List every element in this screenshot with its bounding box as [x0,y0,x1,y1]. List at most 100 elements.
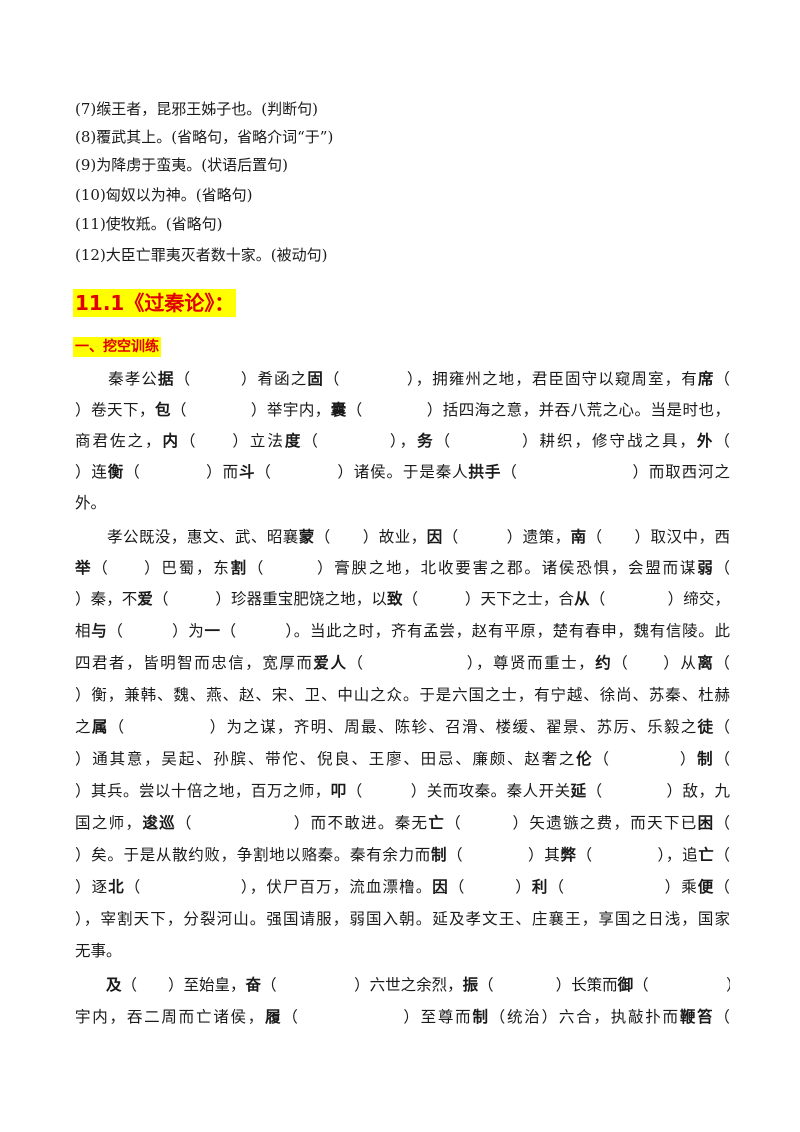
key-word: 制 [697,749,715,768]
passage-text: （ ），追 [576,846,699,864]
passage-line: ）通其意，吴起、孙膑、带佗、倪良、王廖、田忌、廉颇、赵奢之伦（ ）制（ [75,748,730,770]
key-word: 逡巡 [142,813,176,832]
passage-text: （ ）举宇内， [170,401,331,419]
passage-text: 外。 [75,494,107,512]
passage-text: （ ）括四海之意，并吞八荒之心。当是时也， [346,401,730,419]
passage-text: ）连 [75,463,108,481]
passage-text: （ ）敌，九 [586,782,730,800]
passage-line: 四君者，皆明智而忠信，宽厚而爱人（ ），尊贤而重士，约（ ）从离（ [75,652,730,674]
key-word: 叩 [330,781,347,800]
passage-line: 及（ ）至始皇，奋（ ）六世之余烈，振（ ）长策而御（ ） [75,974,730,996]
passage-text: （ [714,846,730,864]
key-word: 便 [697,877,715,896]
passage-text: （ ）至尊而 [282,1008,473,1026]
key-word: 据 [157,369,175,388]
passage-text: （ ）为之谋，齐明、周最、陈轸、召滑、楼缓、翟景、苏厉、乐毅之 [108,718,698,736]
key-word: 伦 [576,749,594,768]
key-word: 鞭笞 [679,1007,715,1026]
passage-text: （ [714,559,730,577]
key-word: 爱人 [313,653,348,672]
key-word: 属 [91,717,109,736]
passage-line: 举（ ）巴蜀，东割（ ）膏腴之地，北收要害之郡。诸侯恐惧，会盟而谋弱（ [75,557,730,579]
key-word: 从 [574,589,590,608]
key-word: 因 [426,527,443,546]
passage-text: （ ）为 [107,622,205,640]
passage-text: （ ）其 [447,846,561,864]
passage-text: ）其兵。尝以十倍之地，百万之师， [75,782,331,800]
key-word: 利 [531,877,549,896]
passage-text: ），宰割天下，分裂河山。强国请服，弱国入朝。延及孝文王、庄襄王，享国之日浅，国家 [75,910,730,928]
grammar-note-9: (9)为降虏于蛮夷。(状语后置句) [75,156,288,174]
passage-text: （ [714,370,730,388]
passage-text: （统治）六合，执敲扑而 [489,1008,680,1026]
passage-text: （ ），尊贤而重士， [347,654,596,672]
passage-text: （ ）至始皇， [121,976,246,994]
passage-text: （ ）遗策， [442,528,571,546]
passage-line: ）秦，不爱（ ）珍器重宝肥饶之地，以致（ ）天下之士，合从（ ）缔交， [75,588,730,610]
passage-text: （ ）立法 [179,432,285,450]
passage-text: （ ）珍器重宝肥饶之地，以 [153,590,387,608]
passage-text: （ ）天下之士，合 [402,590,575,608]
key-word: 履 [265,1007,283,1026]
passage-text: （ ）而取西河之 [501,463,730,481]
grammar-note-7: (7)缑王者，昆邪王姊子也。(判断句) [75,100,318,118]
passage-text: 孝公既没，惠文、武、昭襄 [75,528,299,546]
passage-line: 国之师，逡巡（ ）而不敢进。秦无亡（ ）矢遗镞之费，而天下已困（ [75,812,730,834]
passage-line: ），宰割天下，分裂河山。强国请服，弱国入朝。延及孝文王、庄襄王，享国之日浅，国家 [75,908,730,930]
passage-text: ）矣。于是从散约败，争割地以赂秦。秦有余力而 [75,846,431,864]
passage-line: 秦孝公据（ ）肴函之固（ ），拥雍州之地，君臣固守以窥周室，有席（ [75,368,730,390]
key-word: 徒 [697,717,715,736]
grammar-note-12: (12)大臣亡罪夷灭者数十家。(被动句) [75,246,328,264]
passage-text [75,976,106,994]
passage-text: （ ） [448,878,532,896]
key-word: 延 [570,781,587,800]
passage-line: 无事。 [75,940,730,962]
subsection-title: 一、挖空训练 [73,337,161,357]
key-word: 奋 [245,975,262,994]
passage-text: （ ）缔交， [589,590,730,608]
key-word: 举 [75,558,93,577]
passage-text: （ ）而 [124,463,239,481]
key-word: 衡 [107,462,125,481]
passage-text: （ [714,718,730,736]
passage-text: （ ）长策而 [478,976,618,994]
passage-text: ）通其意，吴起、孙膑、带佗、倪良、王廖、田忌、廉颇、赵奢之 [75,750,577,768]
passage-line: ）卷天下，包（ ）举宇内，囊（ ）括四海之意，并吞八荒之心。当是时也， [75,399,730,421]
passage-line: 之属（ ）为之谋，齐明、周最、陈轸、召滑、楼缓、翟景、苏厉、乐毅之徒（ [75,716,730,738]
passage-text: （ ）矢遗镞之费，而天下已 [445,814,698,832]
passage-text: （ [714,432,730,450]
key-word: 与 [91,621,108,640]
key-word: 囊 [330,400,347,419]
passage-text: ）卷天下， [75,401,155,419]
passage-text: （ ），伏尸百万，流血漂橹。 [124,878,433,896]
grammar-note-11: (11)使牧羝。(省略句) [75,215,223,233]
passage-text: ）衡，兼韩、魏、燕、赵、宋、卫、中山之众。于是六国之士，有宁越、徐尚、苏秦、杜赫 [75,686,730,704]
passage-line: ）矣。于是从散约败，争割地以赂秦。秦有余力而制（ ）其弊（ ），追亡（ [75,844,730,866]
key-word: 因 [432,877,449,896]
passage-text: 相 [75,622,92,640]
key-word: 席 [697,369,715,388]
passage-line: 宇内，吞二周而亡诸侯，履（ ）至尊而制（统治）六合，执敲扑而鞭笞（ [75,1006,730,1028]
key-word: 斗 [238,462,256,481]
passage-line: 孝公既没，惠文、武、昭襄蒙（ ）故业，因（ ）遗策，南（ ）取汉中，西 [75,526,730,548]
key-word: 外 [696,431,715,450]
passage-text: （ [714,750,730,768]
key-word: 制 [472,1007,490,1026]
passage-line: ）衡，兼韩、魏、燕、赵、宋、卫、中山之众。于是六国之士，有宁越、徐尚、苏秦、杜赫 [75,684,730,706]
passage-text: （ ）从 [612,654,698,672]
key-word: 包 [154,400,171,419]
passage-text: （ ）故业， [314,528,427,546]
key-word: 蒙 [298,527,315,546]
key-word: 一 [204,621,221,640]
passage-line: 相与（ ）为一（ ）。当此之时，齐有孟尝，赵有平原，楚有春申，魏有信陵。此 [75,620,730,642]
key-word: 南 [570,527,587,546]
key-word: 及 [106,975,122,994]
passage-text: （ ）而不敢进。秦无 [175,814,429,832]
passage-text: 国之师， [75,814,143,832]
passage-text: ）秦，不 [75,590,138,608]
key-word: 割 [230,558,248,577]
passage-text: （ ），拥雍州之地，君臣固守以窥周室，有 [323,370,698,388]
key-word: 亡 [428,813,446,832]
passage-text: （ ）六世之余烈， [261,976,463,994]
